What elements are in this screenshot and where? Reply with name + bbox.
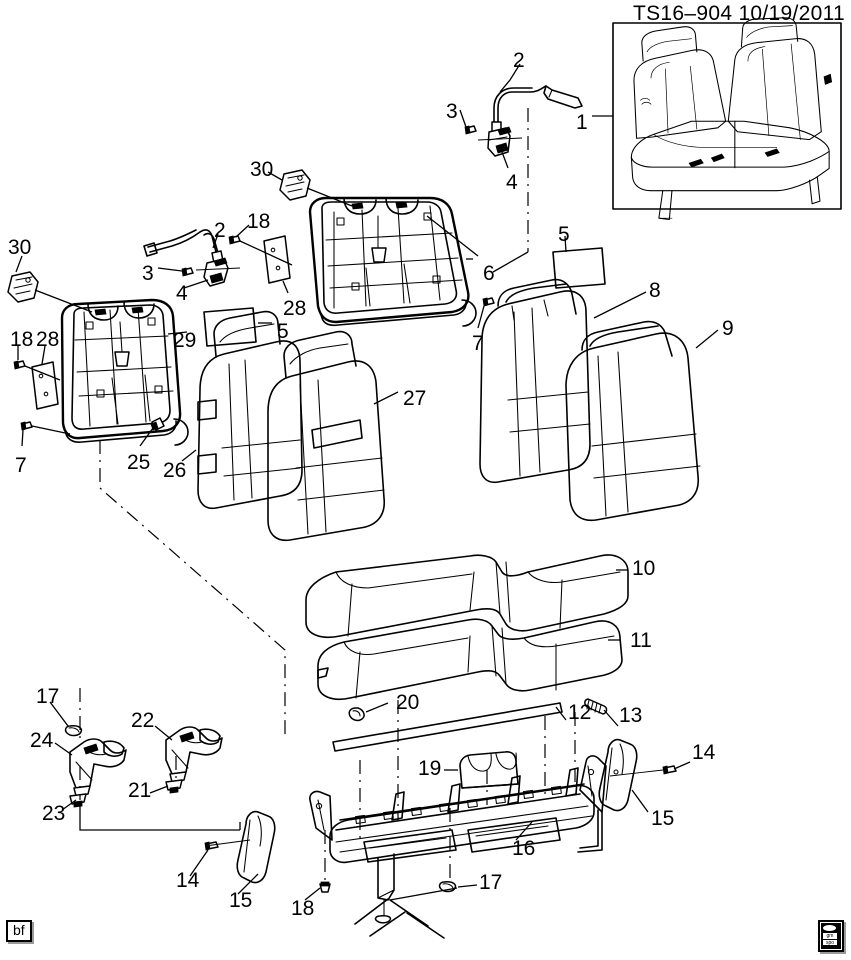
cover-shield-left <box>189 810 276 895</box>
callout-3-upper: 3 <box>446 100 458 123</box>
callout-22: 22 <box>131 709 155 732</box>
callout-14-left: 14 <box>176 869 200 892</box>
callout-9: 9 <box>722 317 734 340</box>
inset-assembly-group <box>592 17 842 221</box>
callout-12: 12 <box>568 701 592 724</box>
callout-16: 16 <box>512 837 536 860</box>
gm-logo-text-2: spo <box>825 939 835 946</box>
spring-13 <box>584 698 619 727</box>
callout-18-upper: 18 <box>247 210 271 233</box>
sheet-code-badge: bf <box>6 920 32 942</box>
gm-logo-white-row-1 <box>823 933 837 939</box>
seat-frame-riser <box>304 755 607 939</box>
callout-25: 25 <box>127 451 151 474</box>
seat-back-frame-left <box>7 255 286 740</box>
callout-19: 19 <box>418 757 442 780</box>
callout-3-left: 3 <box>142 262 154 285</box>
callout-18-left: 18 <box>10 328 34 351</box>
callout-2-upper: 2 <box>513 49 525 72</box>
callout-4-left: 4 <box>176 282 188 305</box>
callout-27: 27 <box>403 387 427 410</box>
callout-29: 29 <box>173 329 197 352</box>
callout-28-left: 28 <box>36 328 60 351</box>
callout-28-right: 28 <box>283 297 307 320</box>
callout-18-bottom: 18 <box>291 897 315 920</box>
callout-5-right: 5 <box>558 223 570 246</box>
upper-latch-cable-group <box>459 63 583 273</box>
hinge-strip-12 <box>332 702 567 752</box>
callout-7-right: 7 <box>472 332 484 355</box>
callout-6: 6 <box>483 262 495 285</box>
callout-30-right: 30 <box>250 158 274 181</box>
seat-back-covers-right <box>479 278 719 522</box>
gm-logo-white-row-2 <box>823 940 837 945</box>
callout-17-left: 17 <box>36 685 60 708</box>
callout-5-left: 5 <box>277 320 289 343</box>
callout-24: 24 <box>30 729 54 752</box>
callout-10: 10 <box>632 557 656 580</box>
gm-logo-text-1: gm <box>826 932 834 939</box>
cover-shield-right <box>598 738 691 813</box>
callout-1: 1 <box>576 111 588 134</box>
seat-back-covers-left <box>181 310 399 542</box>
callout-14-right: 14 <box>692 741 716 764</box>
callout-2-left: 2 <box>214 219 226 242</box>
clip-20 <box>348 702 389 722</box>
callout-17-center: 17 <box>479 871 503 894</box>
callout-26: 26 <box>163 459 187 482</box>
callout-13: 13 <box>619 704 643 727</box>
hinge-brackets-group <box>49 688 241 831</box>
callout-21: 21 <box>128 779 152 802</box>
left-latch-cable-group <box>143 229 241 289</box>
callout-30-left: 30 <box>8 236 32 259</box>
seat-cushions <box>305 554 629 700</box>
callout-7-left: 7 <box>15 454 27 477</box>
striker-bumper-19 <box>444 751 519 805</box>
gm-parts-logo: gm spo <box>818 920 844 952</box>
callout-23: 23 <box>42 802 66 825</box>
gm-logo-oval <box>823 924 836 931</box>
callout-8: 8 <box>649 279 661 302</box>
callout-20: 20 <box>396 691 420 714</box>
seat-back-frame-right <box>228 169 495 329</box>
seat-back-pads <box>203 235 606 347</box>
callout-4-upper: 4 <box>506 171 518 194</box>
callout-15-left: 15 <box>229 889 253 912</box>
callout-11: 11 <box>630 629 652 652</box>
callout-15-right: 15 <box>651 807 675 830</box>
